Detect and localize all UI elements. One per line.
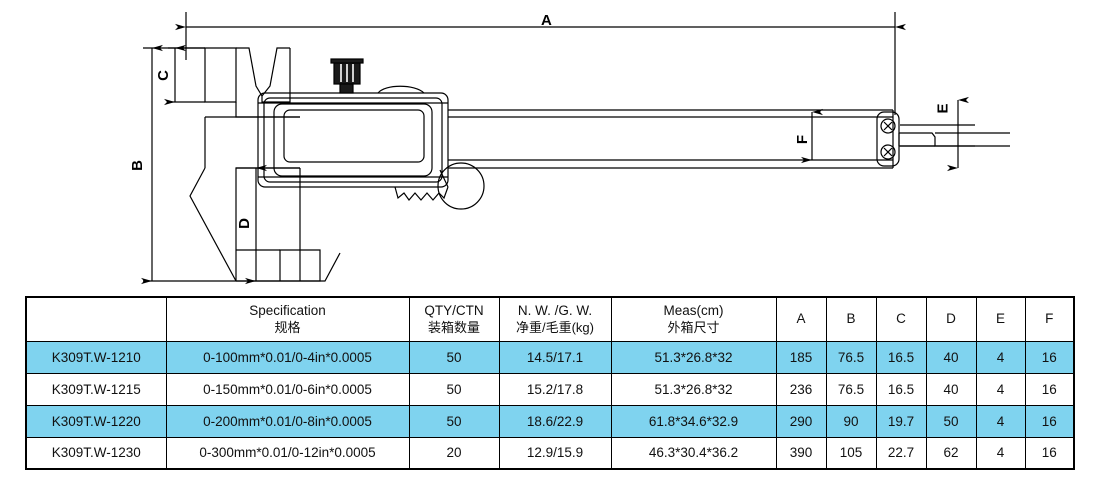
cell-A: 236	[775, 372, 827, 406]
measuring-beam-scale	[448, 109, 894, 169]
dimension-label-E: E	[934, 103, 952, 114]
col-header-meas-cn: 外箱尺寸	[667, 319, 720, 335]
cell-qty-ctn: 50	[408, 404, 500, 438]
cell-A: 185	[775, 340, 827, 374]
col-header-nw-gw-en: N. W. /G. W.	[517, 302, 593, 318]
cell-nw-gw: 14.5/17.1	[498, 340, 612, 374]
lcd-display-housing	[257, 85, 449, 188]
table-body: K309T.W-1210 0-100mm*0.01/0-4in*0.0005 5…	[25, 340, 1075, 470]
col-header-meas: Meas(cm) 外箱尺寸	[610, 296, 777, 342]
table-row[interactable]: K309T.W-1220 0-200mm*0.01/0-8in*0.0005 5…	[25, 404, 1075, 438]
cell-D: 40	[925, 372, 977, 406]
dimension-label-F: F	[794, 134, 812, 145]
col-header-nw-gw-cn: 净重/毛重(kg)	[515, 319, 594, 335]
cell-meas: 51.3*26.8*32	[610, 340, 777, 374]
col-header-qty-ctn-en: QTY/CTN	[424, 302, 484, 318]
cell-F: 16	[1024, 436, 1075, 470]
thumb-lock-screw	[330, 58, 364, 94]
lcd-screen	[283, 109, 425, 163]
cell-qty-ctn: 50	[408, 372, 500, 406]
col-header-D: D	[925, 296, 977, 342]
cell-D: 50	[925, 404, 977, 438]
cell-C: 19.7	[875, 404, 927, 438]
cell-specification: 0-200mm*0.01/0-8in*0.0005	[165, 404, 410, 438]
cell-B: 90	[825, 404, 877, 438]
col-header-F: F	[1024, 296, 1075, 342]
cell-B: 76.5	[825, 372, 877, 406]
col-header-specification: Specification 规格	[165, 296, 410, 342]
col-header-qty-ctn-cn: 装箱数量	[427, 319, 480, 335]
cell-meas: 46.3*30.4*36.2	[610, 436, 777, 470]
cell-meas: 51.3*26.8*32	[610, 372, 777, 406]
cell-B: 105	[825, 436, 877, 470]
col-header-specification-cn: 规格	[274, 319, 301, 335]
cell-E: 4	[975, 372, 1026, 406]
cell-F: 16	[1024, 340, 1075, 374]
cell-specification: 0-300mm*0.01/0-12in*0.0005	[165, 436, 410, 470]
col-header-specification-en: Specification	[249, 302, 326, 318]
cell-qty-ctn: 20	[408, 436, 500, 470]
cell-nw-gw: 18.6/22.9	[498, 404, 612, 438]
dimension-label-A: A	[541, 12, 552, 29]
dimension-label-C: C	[154, 70, 172, 81]
cell-model: K309T.W-1220	[25, 404, 167, 438]
col-header-qty-ctn: QTY/CTN 装箱数量	[408, 296, 500, 342]
thumb-roller-wheel	[394, 162, 485, 210]
cell-F: 16	[1024, 372, 1075, 406]
caliper-dimension-drawing: A B C D E F	[128, 12, 1010, 285]
cell-nw-gw: 12.9/15.9	[498, 436, 612, 470]
lower-measuring-jaws	[189, 116, 341, 282]
dimension-line-C	[164, 44, 205, 106]
table-header: Specification 规格 QTY/CTN 装箱数量 N. W. /G. …	[25, 296, 1075, 342]
cell-D: 62	[925, 436, 977, 470]
cell-A: 390	[775, 436, 827, 470]
dimension-line-A	[175, 12, 906, 115]
cell-B: 76.5	[825, 340, 877, 374]
table-row[interactable]: K309T.W-1215 0-150mm*0.01/0-6in*0.0005 5…	[25, 372, 1075, 406]
cell-meas: 61.8*34.6*32.9	[610, 404, 777, 438]
cell-qty-ctn: 50	[408, 340, 500, 374]
cell-specification: 0-150mm*0.01/0-6in*0.0005	[165, 372, 410, 406]
col-header-model	[25, 296, 167, 342]
col-header-nw-gw: N. W. /G. W. 净重/毛重(kg)	[498, 296, 612, 342]
col-header-B: B	[825, 296, 877, 342]
table-row[interactable]: K309T.W-1230 0-300mm*0.01/0-12in*0.0005 …	[25, 436, 1075, 470]
cell-E: 4	[975, 340, 1026, 374]
table-row[interactable]: K309T.W-1210 0-100mm*0.01/0-4in*0.0005 5…	[25, 340, 1075, 374]
col-header-C: C	[875, 296, 927, 342]
end-cap-with-screws	[876, 111, 900, 167]
cell-nw-gw: 15.2/17.8	[498, 372, 612, 406]
cell-E: 4	[975, 436, 1026, 470]
cell-C: 16.5	[875, 340, 927, 374]
cell-model: K309T.W-1215	[25, 372, 167, 406]
upper-measuring-jaws	[204, 47, 300, 118]
cell-specification: 0-100mm*0.01/0-4in*0.0005	[165, 340, 410, 374]
cell-E: 4	[975, 404, 1026, 438]
dimension-label-B: B	[128, 160, 146, 171]
col-header-E: E	[975, 296, 1026, 342]
cell-model: K309T.W-1210	[25, 340, 167, 374]
cell-A: 290	[775, 404, 827, 438]
specification-table-container: Specification 规格 QTY/CTN 装箱数量 N. W. /G. …	[25, 296, 1075, 470]
depth-measuring-rod	[898, 132, 1010, 147]
dimension-label-D: D	[235, 218, 253, 229]
col-header-meas-en: Meas(cm)	[663, 302, 724, 318]
dimension-line-B	[141, 44, 300, 285]
col-header-A: A	[775, 296, 827, 342]
cell-model: K309T.W-1230	[25, 436, 167, 470]
cell-C: 16.5	[875, 372, 927, 406]
table-header-row: Specification 规格 QTY/CTN 装箱数量 N. W. /G. …	[25, 296, 1075, 342]
cell-D: 40	[925, 340, 977, 374]
cell-C: 22.7	[875, 436, 927, 470]
cell-F: 16	[1024, 404, 1075, 438]
specification-table: Specification 规格 QTY/CTN 装箱数量 N. W. /G. …	[25, 296, 1075, 470]
